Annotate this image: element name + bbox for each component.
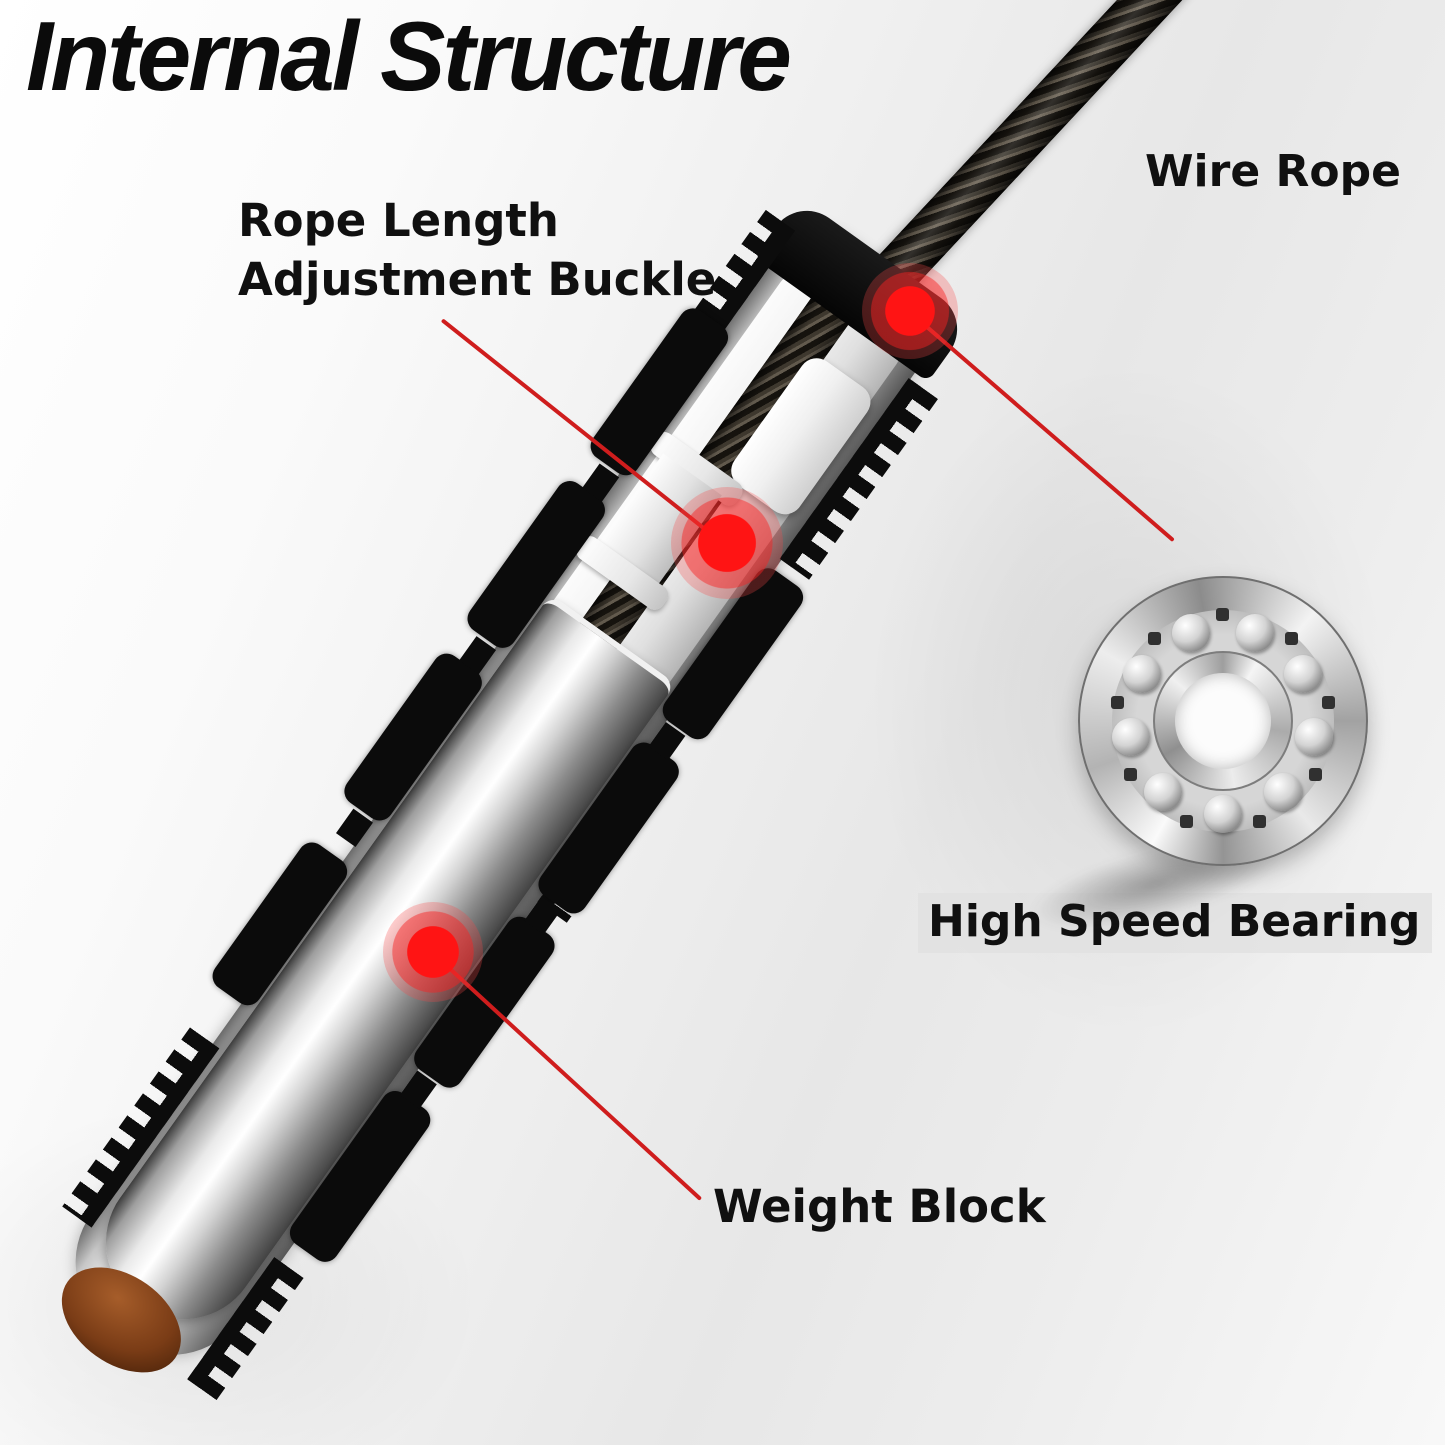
- bearing-cage-rivet: [1309, 768, 1322, 781]
- label-line: Adjustment Buckle: [238, 252, 717, 306]
- bearing-cage-rivet: [1124, 768, 1137, 781]
- bearing-cage-rivet: [1111, 696, 1124, 709]
- bearing-ball: [1172, 614, 1210, 652]
- bearing-ball: [1204, 795, 1242, 833]
- page-title: Internal Structure: [26, 1, 792, 111]
- label-weight-block: Weight Block: [713, 1180, 1046, 1233]
- ball-bearing-image: [1078, 576, 1368, 866]
- label-wire-rope: Wire Rope: [1145, 146, 1401, 197]
- jump-rope-handle-cutaway: [0, 180, 995, 1440]
- label-line: Rope Length: [238, 194, 559, 247]
- bearing-center-hole: [1175, 673, 1271, 769]
- bearing-cage-rivet: [1253, 815, 1266, 828]
- bearing-cage-rivet: [1216, 608, 1229, 621]
- bearing-ball: [1264, 773, 1302, 811]
- bearing-cage-rivet: [1285, 632, 1298, 645]
- hotspot-weight-block: [383, 902, 483, 1002]
- bearing-ball: [1284, 655, 1322, 693]
- bearing-ball: [1236, 614, 1274, 652]
- bearing-ball: [1144, 773, 1182, 811]
- bearing-ball: [1123, 655, 1161, 693]
- weight-block-cylinder: [75, 594, 676, 1350]
- bearing-ball: [1295, 718, 1333, 756]
- bearing-cage-rivet: [1322, 696, 1335, 709]
- hotspot-bearing-location: [862, 263, 958, 359]
- bearing-cage-rivet: [1180, 815, 1193, 828]
- bearing-ball: [1112, 718, 1150, 756]
- hotspot-adjustment-buckle: [671, 487, 783, 599]
- leader-line-weight-block: [433, 953, 703, 1201]
- label-high-speed-bearing: High Speed Bearing: [918, 893, 1433, 953]
- leader-line-bearing: [910, 312, 1175, 543]
- label-rope-length-adjustment-buckle: Rope Length Adjustment Buckle: [238, 192, 716, 309]
- bearing-cage-rivet: [1148, 632, 1161, 645]
